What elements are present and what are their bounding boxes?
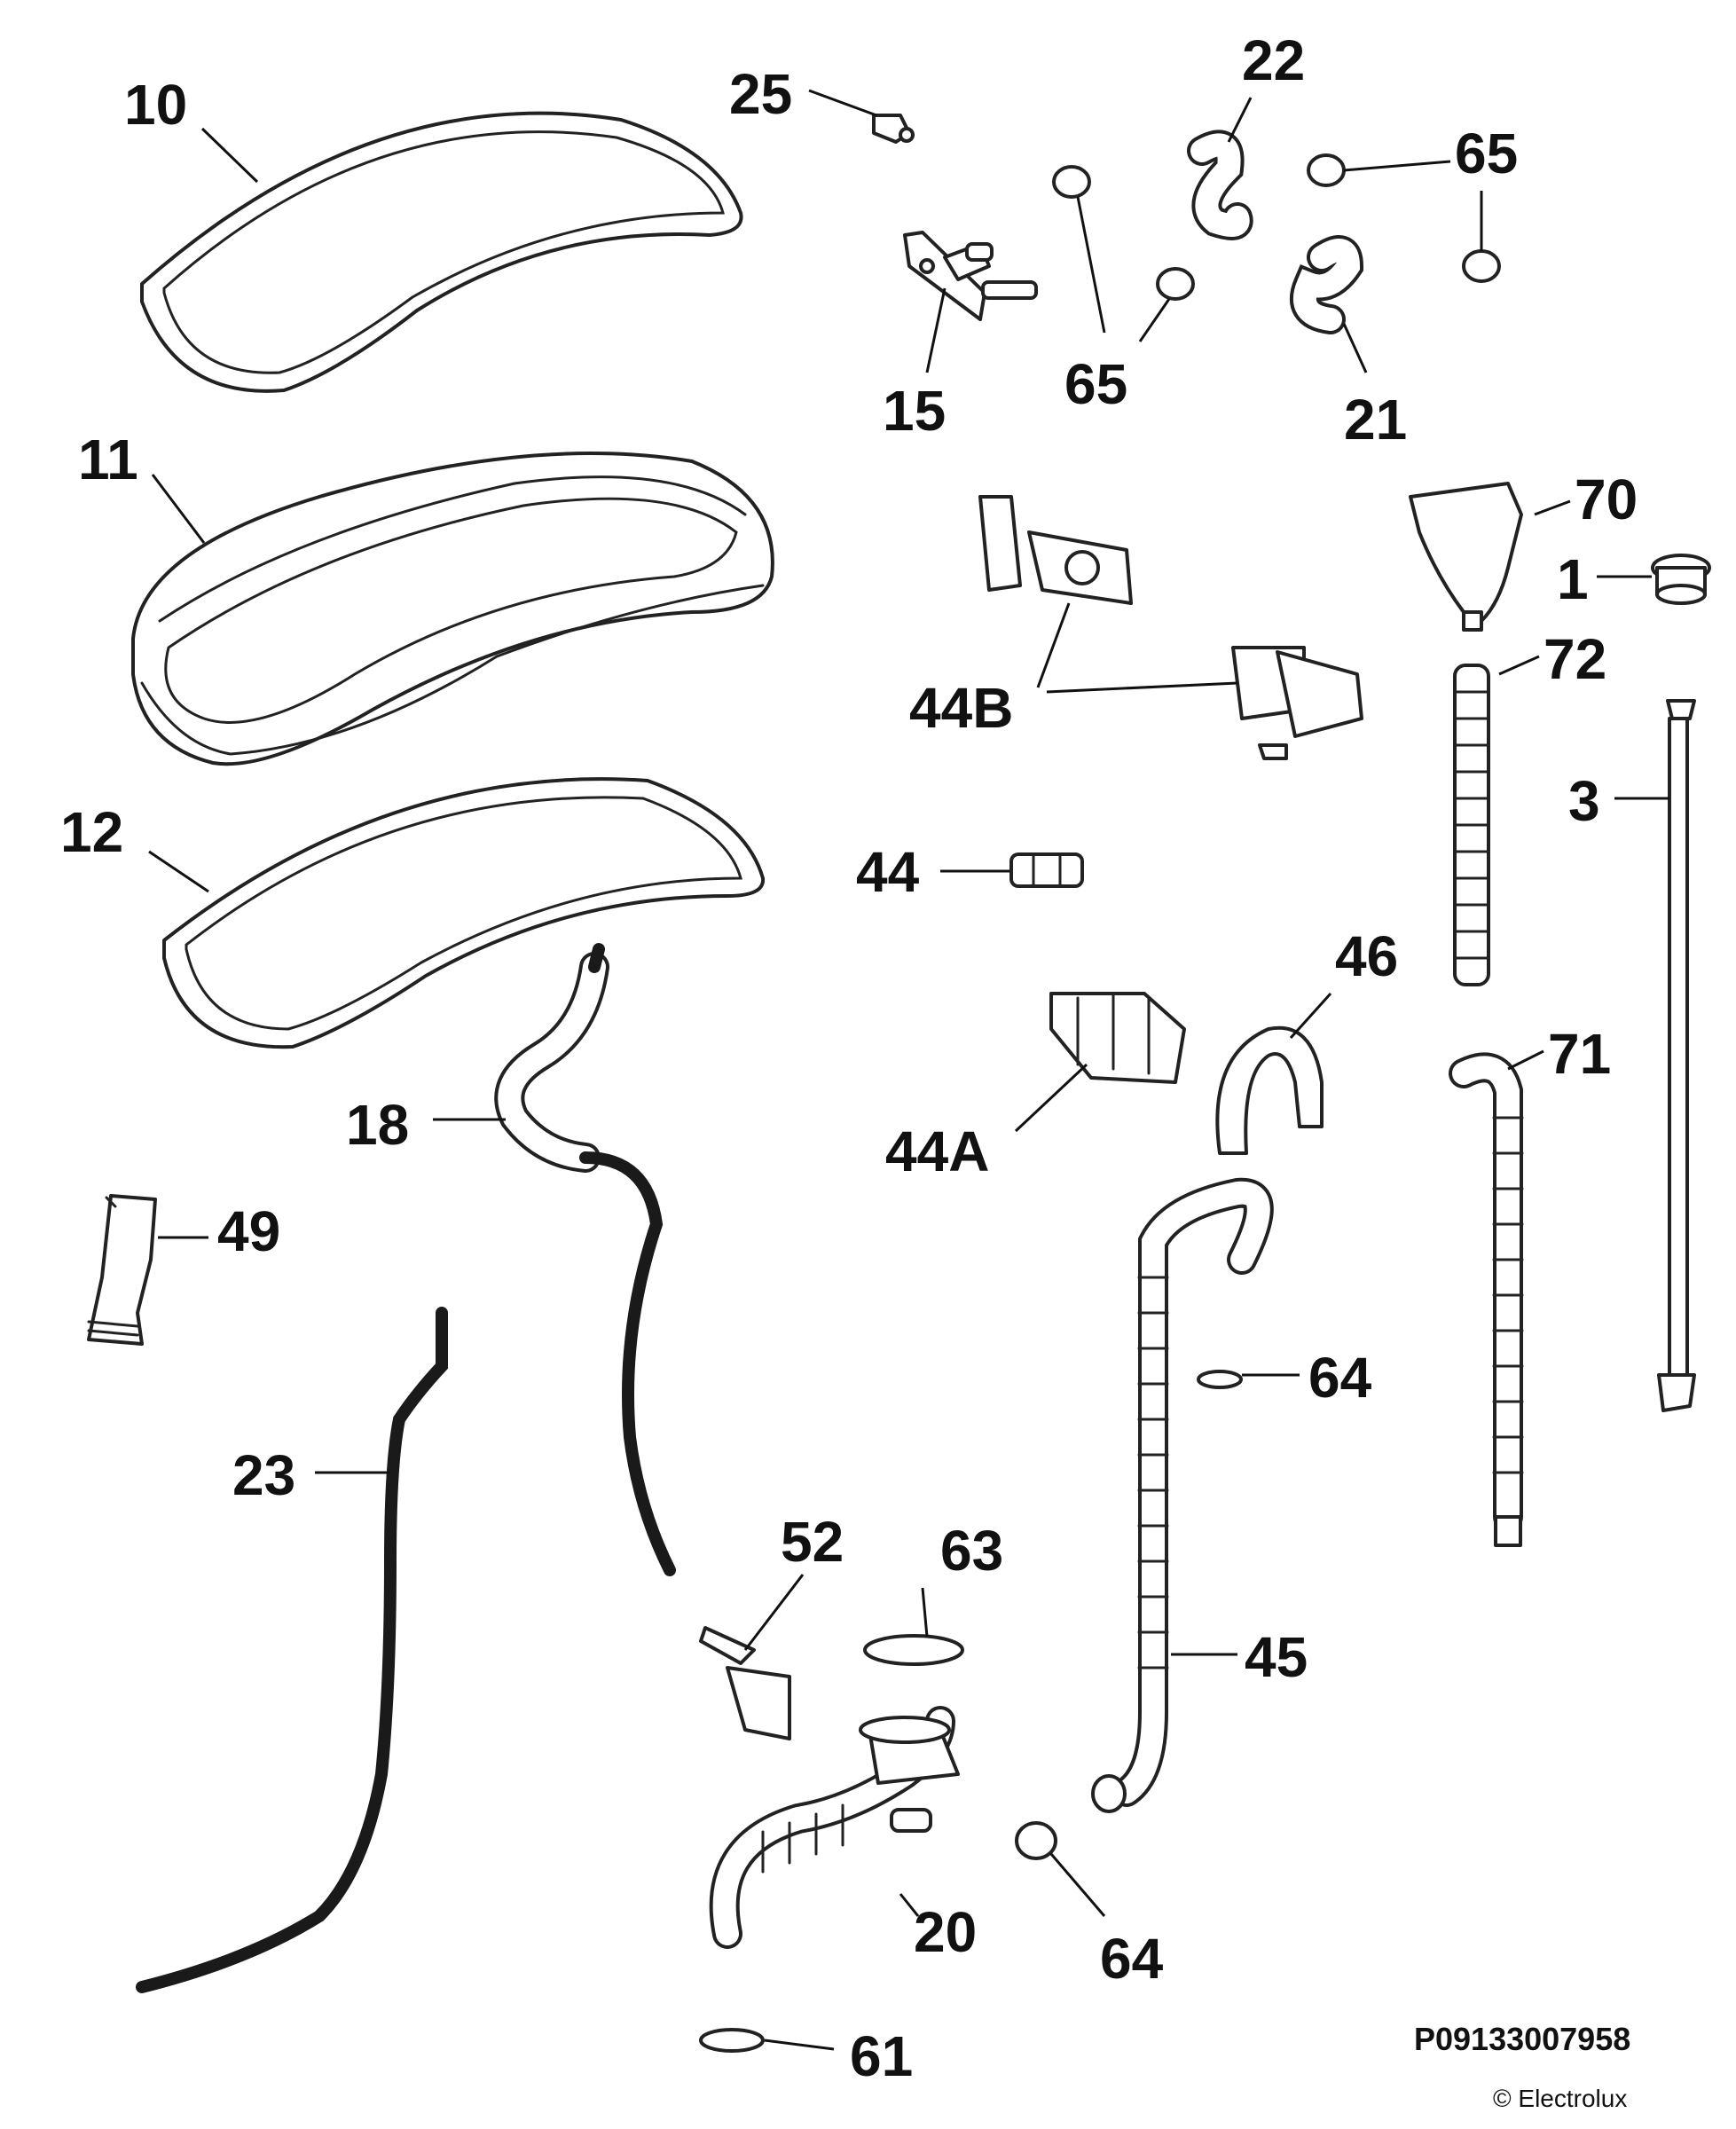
part-49-flap xyxy=(87,1194,157,1346)
callout-25: 25 xyxy=(729,62,792,126)
callout-44A: 44A xyxy=(885,1119,989,1183)
part-25-connector xyxy=(872,114,915,144)
part-44B-clip-a xyxy=(978,495,1133,605)
callout-61: 61 xyxy=(850,2024,913,2088)
part-63-clamp xyxy=(863,1634,964,1666)
callout-45: 45 xyxy=(1245,1625,1308,1689)
callout-44: 44 xyxy=(856,840,920,904)
part-23-hose xyxy=(136,1307,448,1993)
callout-1: 1 xyxy=(1557,547,1589,611)
part-52-pipe xyxy=(699,1626,791,1740)
callout-71: 71 xyxy=(1548,1022,1611,1086)
part-20-sump-hose xyxy=(709,1706,960,1949)
callout-49: 49 xyxy=(217,1199,280,1263)
callout-11: 11 xyxy=(78,428,138,491)
callout-15: 15 xyxy=(883,379,946,443)
part-44A-clip xyxy=(1049,992,1186,1084)
part-65-clamp-b xyxy=(1156,267,1195,301)
copyright-notice: © Electrolux xyxy=(1493,2085,1628,2112)
part-65-clamp-a xyxy=(1052,165,1091,199)
part-65-clamp-d xyxy=(1462,249,1501,283)
part-44-clip xyxy=(1009,852,1084,888)
part-15-valve xyxy=(903,231,1038,321)
callout-20: 20 xyxy=(914,1900,977,1964)
callout-21: 21 xyxy=(1344,388,1407,452)
part-1-cap xyxy=(1651,554,1711,605)
callout-44B: 44B xyxy=(909,676,1013,740)
callout-12: 12 xyxy=(60,800,123,864)
callout-72: 72 xyxy=(1544,627,1606,691)
part-64-clamp-a xyxy=(1197,1370,1243,1389)
part-22-hose-elbow xyxy=(1187,130,1253,240)
part-45-drain-hose xyxy=(1091,1177,1274,1813)
part-46-hose-guide xyxy=(1215,1025,1324,1155)
part-21-hose-elbow xyxy=(1290,235,1364,334)
callout-63: 63 xyxy=(940,1519,1003,1583)
part-71-hose xyxy=(1449,1052,1524,1547)
part-18-hose xyxy=(494,943,676,1576)
callout-46: 46 xyxy=(1335,924,1398,988)
part-70-dispenser-part xyxy=(1409,482,1523,632)
part-44B-clip-b xyxy=(1231,646,1363,760)
callout-64-upper: 64 xyxy=(1308,1346,1372,1410)
callout-70: 70 xyxy=(1575,467,1638,531)
part-10-door-seal xyxy=(140,111,743,393)
part-12-door-seal xyxy=(162,777,766,1049)
part-11-door-ring xyxy=(131,452,774,766)
callout-3: 3 xyxy=(1568,769,1600,833)
part-3-rod xyxy=(1657,699,1696,1412)
part-65-clamp-c xyxy=(1307,153,1346,187)
callout-18: 18 xyxy=(346,1093,409,1157)
callout-64-lower: 64 xyxy=(1100,1927,1164,1991)
drawing-code: P09133007958 xyxy=(1414,2021,1631,2057)
callout-52: 52 xyxy=(781,1510,844,1574)
callout-23: 23 xyxy=(232,1443,295,1507)
callout-65-left: 65 xyxy=(1064,352,1127,416)
callout-65-right: 65 xyxy=(1455,122,1518,185)
part-64-clamp-b xyxy=(1015,1821,1057,1860)
callout-10: 10 xyxy=(124,73,187,137)
callout-22: 22 xyxy=(1242,28,1305,92)
part-72-corrugated-hose xyxy=(1453,664,1490,986)
part-61-clamp xyxy=(699,2028,765,2053)
